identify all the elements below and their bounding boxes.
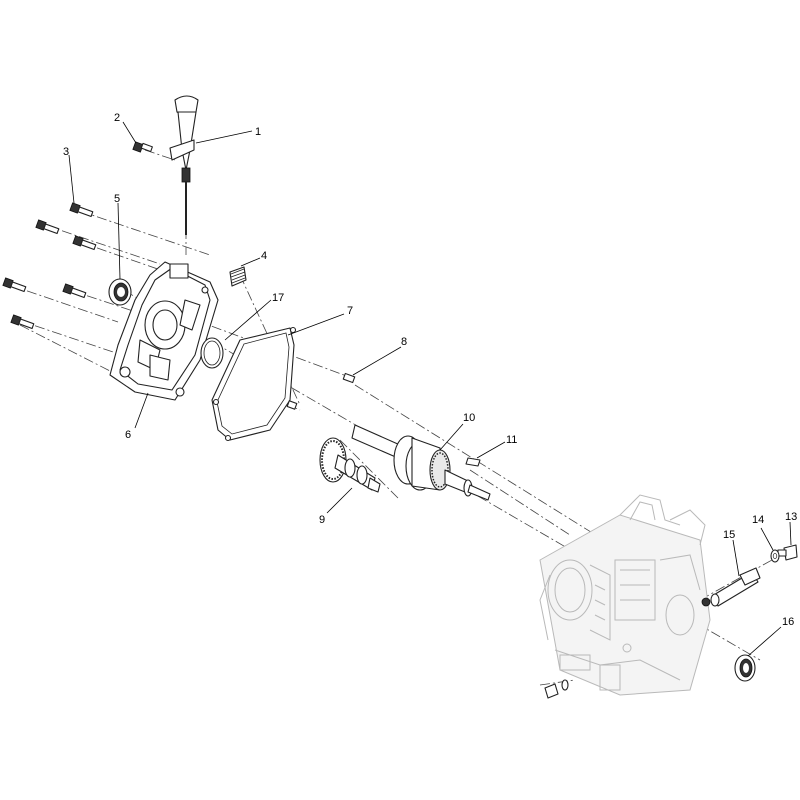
dipstick [169,95,199,235]
callout-3: 3 [63,146,69,158]
callout-2: 2 [114,112,120,124]
crankcase-cover [109,261,219,401]
oil-seal [108,278,132,306]
callout-11: 11 [506,434,517,446]
callout-7: 7 [347,305,353,317]
callout-10: 10 [463,412,475,424]
callout-8: 8 [401,336,407,348]
callout-13: 13 [785,511,797,523]
callout-4: 4 [261,250,267,262]
breather-filter [229,266,247,287]
gasket [211,326,297,442]
callout-9: 9 [319,514,325,526]
dipstick-bolt [132,141,153,153]
governor-shaft [701,567,761,607]
callout-17: 17 [272,292,284,304]
callout-1: 1 [255,126,261,138]
callout-14: 14 [752,514,764,526]
woodruff-key [465,457,481,467]
engine-block [539,494,711,696]
o-ring [200,337,224,369]
leader-lines [68,121,792,657]
callout-6: 6 [125,429,131,441]
drain-plug [544,679,569,699]
callout-16: 16 [782,616,794,628]
cover-bolts [2,202,97,330]
callout-15: 15 [723,529,735,541]
callout-labels: 1 2 3 4 5 6 7 8 9 10 11 13 14 15 16 17 [63,112,797,628]
governor-bolt [777,544,798,561]
callout-5: 5 [114,193,120,205]
crank-oil-seal [734,654,756,682]
crankshaft [351,424,491,501]
camshaft [319,437,381,493]
dowel-pin [286,372,356,410]
governor-washer [770,549,780,563]
